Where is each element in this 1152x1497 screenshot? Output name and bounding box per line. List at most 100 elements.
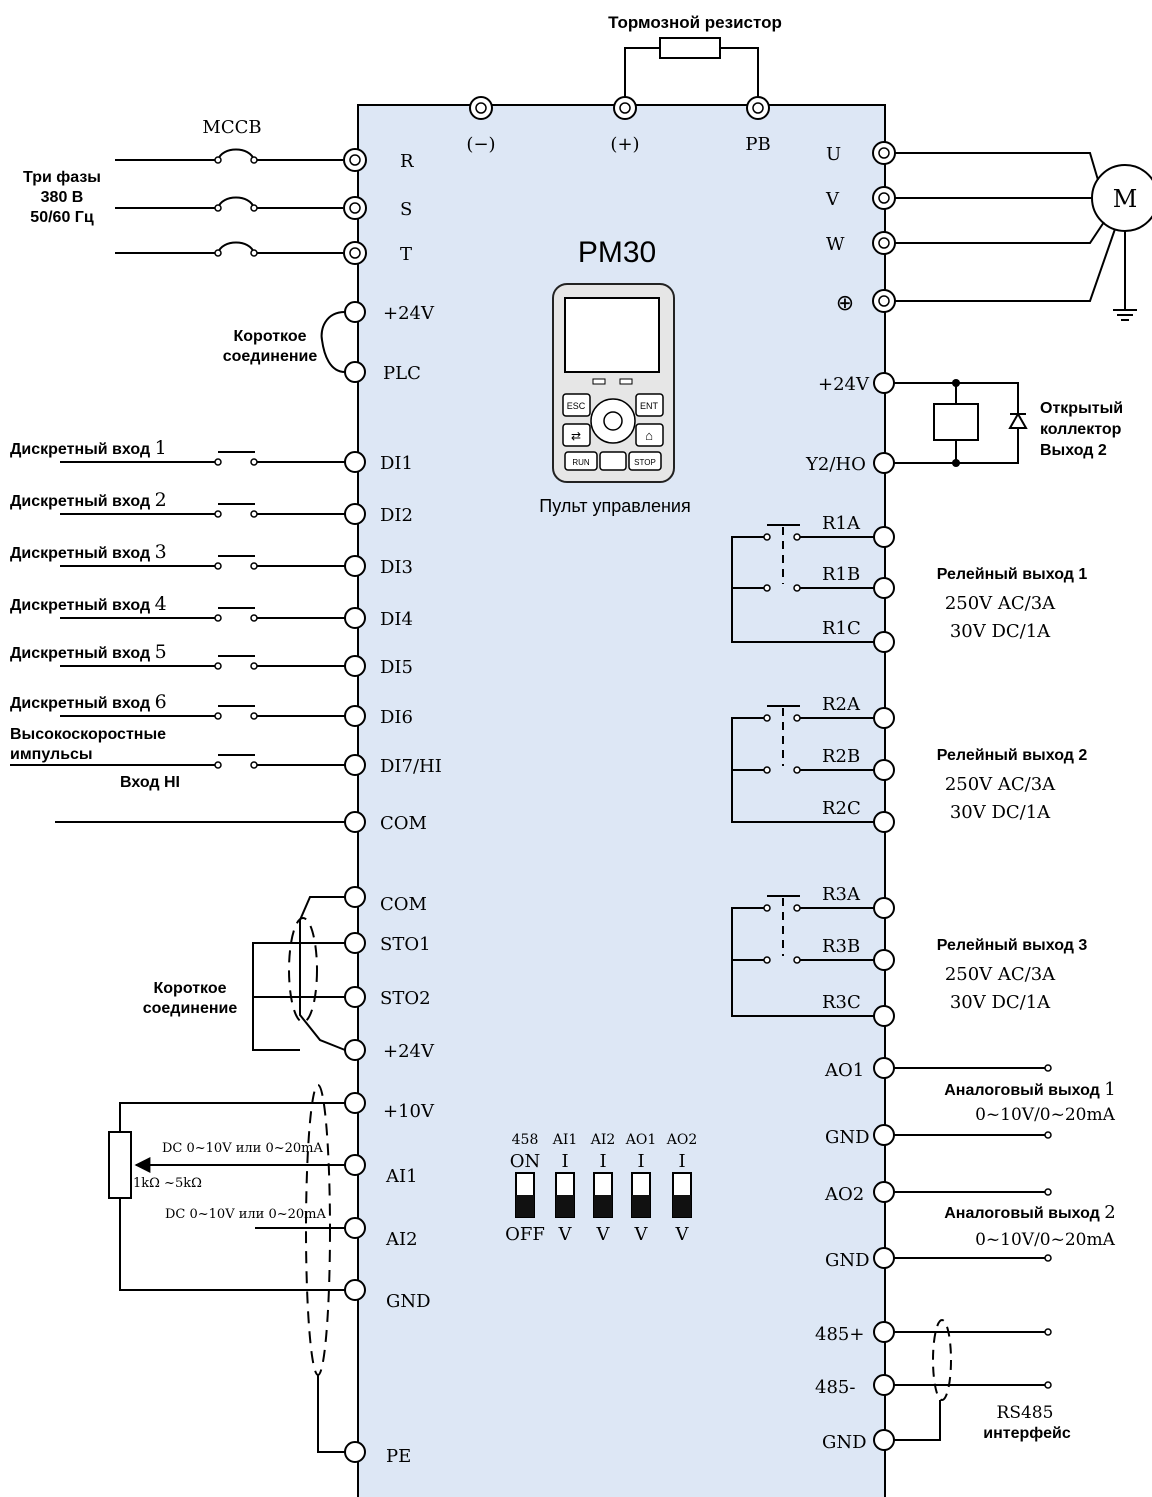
relay-1-contact-a2 <box>763 533 771 541</box>
relay-1-contact-b2 <box>763 584 771 592</box>
key-mf[interactable] <box>599 451 627 471</box>
terminal-24v-plc-label: +24V <box>383 303 435 324</box>
terminal-r[interactable] <box>343 148 367 172</box>
ai1-range-label: DC 0~10V или 0~20mA <box>162 1141 323 1156</box>
dip-switch-knob-1 <box>516 1195 534 1217</box>
relay-3-contact-a1 <box>793 904 801 912</box>
terminal-com[interactable] <box>344 811 366 833</box>
relay-2-contact-a2 <box>763 714 771 722</box>
di-label-6: Дискретный вход 6 <box>10 691 167 713</box>
brake-resistor <box>659 37 721 59</box>
oc-label-2: коллектор <box>1040 421 1122 438</box>
terminal-di1[interactable] <box>344 451 366 473</box>
key-home[interactable] <box>635 423 664 447</box>
terminal-pe-motor[interactable] <box>872 289 896 313</box>
relay-1-common <box>731 536 874 643</box>
terminal-ai1-label: AI1 <box>385 1166 418 1187</box>
terminal-di5[interactable] <box>344 655 366 677</box>
dip-bottom-2: V <box>558 1224 573 1245</box>
terminal-di6[interactable] <box>344 705 366 727</box>
dc-plus-label: (+) <box>610 134 639 155</box>
plc-jumper: +24V PLC Короткое соединение <box>223 301 435 384</box>
terminal-t[interactable] <box>343 241 367 265</box>
terminal-v[interactable] <box>872 186 896 210</box>
terminal-u-label: U <box>826 144 841 165</box>
terminal-gnd-ai[interactable] <box>344 1279 366 1301</box>
terminal-485-plus[interactable] <box>873 1321 895 1343</box>
key-esc[interactable] <box>562 393 591 417</box>
terminal-di7-hi[interactable] <box>344 754 366 776</box>
terminal-pe-label: PE <box>386 1446 411 1467</box>
relay-3-ac-rating: 250V AC/3A <box>945 964 1056 985</box>
terminal-485-minus-label: 485- <box>815 1377 855 1398</box>
terminal-gnd-ao2-label: GND <box>825 1250 870 1271</box>
terminal-ao1[interactable] <box>873 1057 895 1079</box>
relay-3-contact-b2 <box>763 956 771 964</box>
terminal-r1b-label: R1B <box>822 564 860 585</box>
dip-switch-knob-5 <box>673 1195 691 1217</box>
terminal-485-minus[interactable] <box>873 1374 895 1396</box>
terminal-u[interactable] <box>872 141 896 165</box>
terminal-ai2[interactable] <box>344 1217 366 1239</box>
mccb-label: MCCB <box>202 117 261 138</box>
terminal-gnd-ai-label: GND <box>386 1291 431 1312</box>
terminal-gnd-ao1[interactable] <box>873 1124 895 1146</box>
di-contact-a-5 <box>214 662 222 670</box>
terminal-24v-y2[interactable] <box>873 372 895 394</box>
terminal-10v[interactable] <box>344 1092 366 1114</box>
dip-top-4: I <box>637 1151 644 1172</box>
terminal-r1b[interactable] <box>873 577 895 599</box>
terminal-r1c[interactable] <box>873 631 895 653</box>
relay-1-contact-a1 <box>793 533 801 541</box>
terminal-r2b[interactable] <box>873 759 895 781</box>
terminal-di2[interactable] <box>344 503 366 525</box>
terminal-gnd-ao2[interactable] <box>873 1247 895 1269</box>
terminal-sto1[interactable] <box>344 932 366 954</box>
terminal-y2-ho[interactable] <box>873 452 895 474</box>
terminal-gnd-485[interactable] <box>873 1429 895 1451</box>
dip-bottom-3: V <box>596 1224 611 1245</box>
terminal-r2a[interactable] <box>873 707 895 729</box>
ao2-title: Аналоговый выход 2 <box>944 1202 1115 1223</box>
terminal-pe[interactable] <box>344 1441 366 1463</box>
hi-label-2: импульсы <box>10 746 93 763</box>
terminal-dc-plus[interactable] <box>613 96 637 120</box>
terminal-w[interactable] <box>872 231 896 255</box>
key-run[interactable] <box>564 451 598 471</box>
terminal-com-sto[interactable] <box>344 886 366 908</box>
terminal-di1-label: DI1 <box>380 453 413 474</box>
potentiometer <box>108 1131 132 1199</box>
terminal-24v-sto[interactable] <box>344 1039 366 1061</box>
terminal-r1a[interactable] <box>873 526 895 548</box>
terminal-dc-minus[interactable] <box>469 96 493 120</box>
relay-1-dc-rating: 30V DC/1A <box>950 621 1051 642</box>
key-shift[interactable] <box>562 423 591 447</box>
plc-jumper-label-1: Короткое <box>234 328 307 345</box>
terminal-r1c-label: R1C <box>822 618 861 639</box>
terminal-plc[interactable] <box>344 361 366 383</box>
dip-top-3: I <box>599 1151 606 1172</box>
terminal-pb[interactable] <box>746 96 770 120</box>
terminal-r3c[interactable] <box>873 1005 895 1027</box>
motor-output: U V W ⊕ M <box>825 141 1152 321</box>
terminal-r2c[interactable] <box>873 811 895 833</box>
terminal-r3b[interactable] <box>873 949 895 971</box>
terminal-com-label: COM <box>380 813 427 834</box>
terminal-24v-plc[interactable] <box>344 301 366 323</box>
key-stop[interactable] <box>628 451 662 471</box>
terminal-di3[interactable] <box>344 555 366 577</box>
power-input: MCCB Три фазы 380 В 50/60 Гц R S T <box>23 117 414 265</box>
terminal-r3a[interactable] <box>873 897 895 919</box>
key-ent[interactable] <box>635 393 664 417</box>
terminal-sto2[interactable] <box>344 986 366 1008</box>
terminal-ai1[interactable] <box>344 1154 366 1176</box>
dip-switch-knob-4 <box>632 1195 650 1217</box>
supply-line-2: 380 В <box>41 189 84 206</box>
dip-name-2: AI1 <box>552 1132 578 1148</box>
terminal-s[interactable] <box>343 196 367 220</box>
terminal-ao2[interactable] <box>873 1181 895 1203</box>
terminal-s-label: S <box>400 199 412 220</box>
di-label-3: Дискретный вход 3 <box>10 541 167 563</box>
analog-outputs: AO1 GND AO2 GND Аналоговый выход 1 0~10V… <box>824 1057 1116 1271</box>
terminal-di4[interactable] <box>344 607 366 629</box>
